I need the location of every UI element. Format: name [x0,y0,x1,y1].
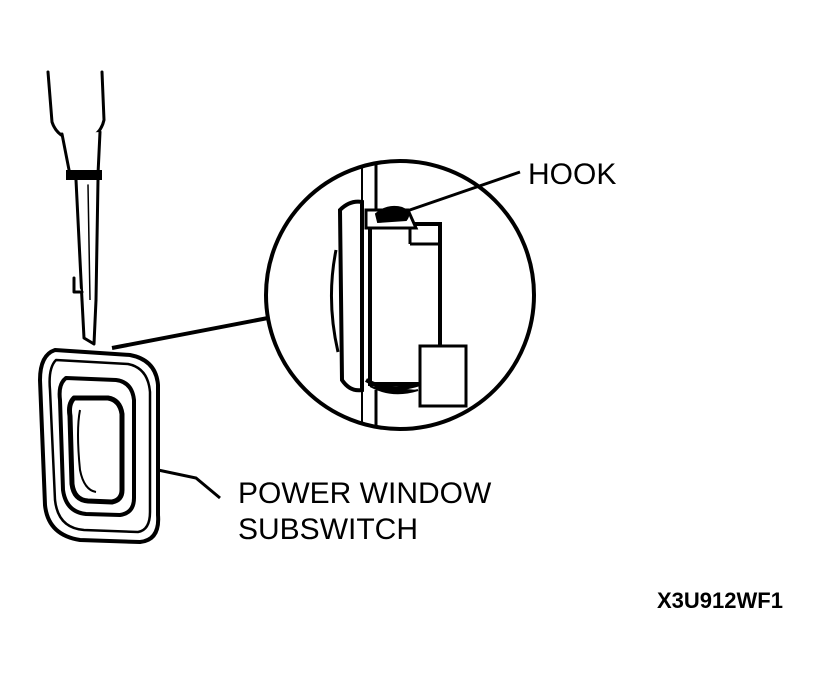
screwdriver-ferrule [60,130,102,177]
screwdriver [46,70,106,346]
power-window-subswitch-label: POWER WINDOW SUBSWITCH [238,476,491,548]
screwdriver-tip [80,298,98,346]
screwdriver-handle [46,70,106,142]
screwdriver-shaft [74,178,100,302]
power-window-label-line2: SUBSWITCH [238,513,418,546]
hook-label: HOOK [528,158,617,191]
subswitch-leader-line [157,468,221,500]
figure-code: X3U912WF1 [657,588,783,613]
hook-tab [374,205,410,224]
power-window-subswitch [38,348,161,544]
hook-detail-magnifier [264,159,536,431]
hook-leader-line [403,170,521,214]
power-window-label-line1: POWER WINDOW [238,477,492,510]
magnifier-leader-line [111,316,269,350]
